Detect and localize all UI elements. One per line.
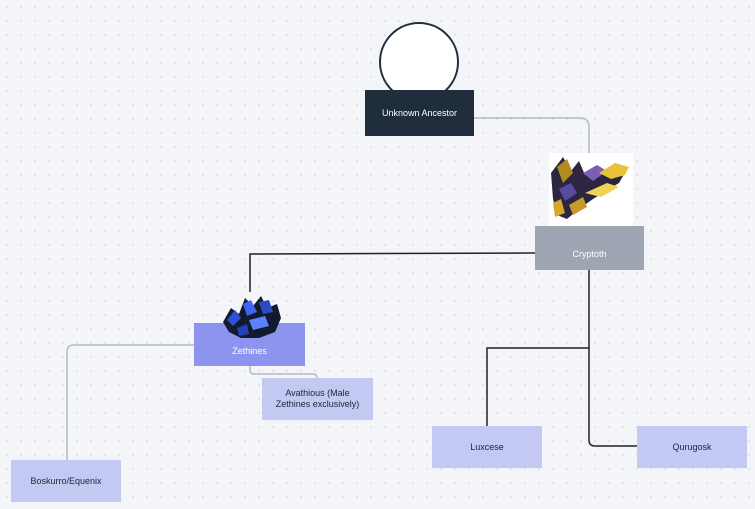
edge-cryptoth-zethines	[249, 252, 536, 292]
node-boskurro-equenix[interactable]: Boskurro/Equenix	[11, 460, 121, 502]
node-luxcese[interactable]: Luxcese	[432, 426, 542, 468]
node-label: Luxcese	[470, 441, 504, 452]
edge-zethines-boskurro	[66, 344, 194, 460]
zethines-portrait	[219, 292, 285, 340]
node-label: Avathious (Male Zethines exclusively)	[275, 388, 360, 409]
node-label: Cryptoth	[572, 248, 607, 259]
node-label: Boskurro/Equenix	[30, 475, 102, 486]
node-avathious[interactable]: Avathious (Male Zethines exclusively)	[262, 378, 373, 420]
edge-cryptoth-luxcese	[486, 347, 589, 426]
node-label: Qurugosk	[672, 441, 712, 452]
node-qurugosk[interactable]: Qurugosk	[637, 426, 747, 468]
node-cryptoth[interactable]: Cryptoth	[535, 226, 644, 270]
node-label: Zethines	[232, 346, 267, 356]
edge-ancestor-cryptoth	[474, 117, 590, 155]
edge-cryptoth-trunk	[588, 270, 637, 447]
node-label: Unknown Ancestor	[381, 107, 458, 118]
edge-zethines-avathious	[249, 366, 318, 379]
cryptoth-portrait	[549, 153, 633, 227]
node-unknown-ancestor[interactable]: Unknown Ancestor	[365, 90, 474, 136]
